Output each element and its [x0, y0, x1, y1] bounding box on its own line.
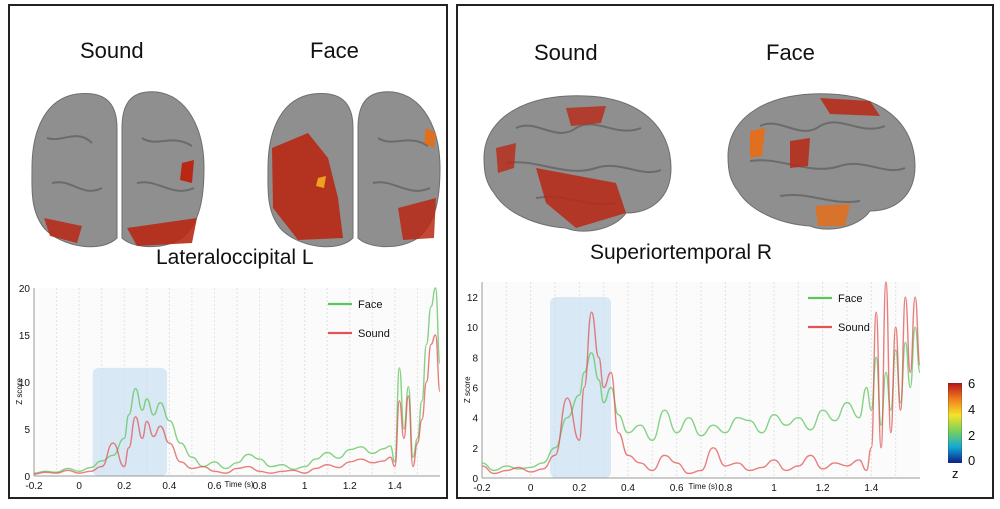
x-axis-label: Time (s): [224, 480, 253, 489]
face-view-label: Face: [310, 38, 359, 63]
x-tick-label: 1.4: [864, 483, 878, 494]
series-line-face: [481, 326, 921, 472]
face-view-label: Face: [766, 40, 815, 65]
region-title-lateraloccipital: Lateraloccipital L: [156, 246, 314, 269]
x-tick-label: -0.2: [473, 483, 491, 494]
sound-view-label: Sound: [534, 40, 598, 65]
y-tick-label: 0: [472, 474, 478, 485]
x-tick-label: 1.2: [343, 481, 357, 492]
x-axis-label: Time (s): [688, 482, 717, 491]
x-tick-label: 0.8: [718, 483, 732, 494]
y-tick-label: 4: [472, 414, 478, 425]
colorbar-tick: 2: [968, 428, 976, 443]
series-line-sound: [481, 281, 921, 475]
x-tick-label: 1: [771, 483, 777, 494]
brain-lateral-sound: [483, 95, 672, 232]
x-tick-label: 0.4: [162, 481, 176, 492]
x-tick-label: 0.4: [621, 483, 635, 494]
highlight-window: [550, 297, 611, 478]
x-tick-label: 0: [528, 483, 534, 494]
x-tick-label: 0.2: [117, 481, 131, 492]
legend-label-sound: Sound: [358, 328, 390, 340]
colorbar-label: z: [952, 466, 959, 481]
x-tick-label: 1.4: [388, 481, 402, 492]
y-axis-label: Z score: [463, 376, 472, 403]
brain-lateral-face: [727, 93, 916, 230]
y-tick-label: 15: [19, 331, 31, 342]
y-tick-label: 10: [19, 378, 31, 389]
legend-label-face: Face: [358, 299, 382, 311]
x-tick-label: -0.2: [25, 481, 43, 492]
y-tick-label: 6: [472, 384, 478, 395]
x-tick-label: 1.2: [816, 483, 830, 494]
brain-posterior-sound: [31, 91, 205, 248]
legend-label-sound: Sound: [838, 322, 870, 334]
series-line-sound: [33, 334, 441, 475]
legend-label-face: Face: [838, 293, 862, 305]
region-title-superiortemporal: Superiortemporal R: [590, 241, 773, 264]
brain-posterior-face: [267, 91, 441, 248]
x-tick-label: 0.6: [207, 481, 221, 492]
y-tick-label: 0: [24, 472, 30, 483]
y-axis-label: Z score: [15, 378, 24, 405]
x-tick-label: 0.2: [572, 483, 586, 494]
colorbar-tick: 0: [968, 453, 976, 468]
y-tick-label: 5: [24, 425, 30, 436]
y-tick-label: 10: [467, 323, 479, 334]
x-tick-label: 0: [76, 481, 82, 492]
x-tick-label: 0.8: [253, 481, 267, 492]
x-tick-label: 1: [302, 481, 308, 492]
x-tick-label: 0.6: [670, 483, 684, 494]
y-tick-label: 8: [472, 353, 478, 364]
colorbar-tick: 4: [968, 402, 976, 417]
y-tick-label: 12: [467, 293, 479, 304]
z-colorbar: [948, 383, 962, 463]
y-tick-label: 20: [19, 284, 31, 295]
colorbar-tick: 6: [968, 376, 976, 391]
highlight-window: [92, 367, 168, 476]
sound-view-label: Sound: [80, 38, 144, 63]
y-tick-label: 2: [472, 444, 478, 455]
